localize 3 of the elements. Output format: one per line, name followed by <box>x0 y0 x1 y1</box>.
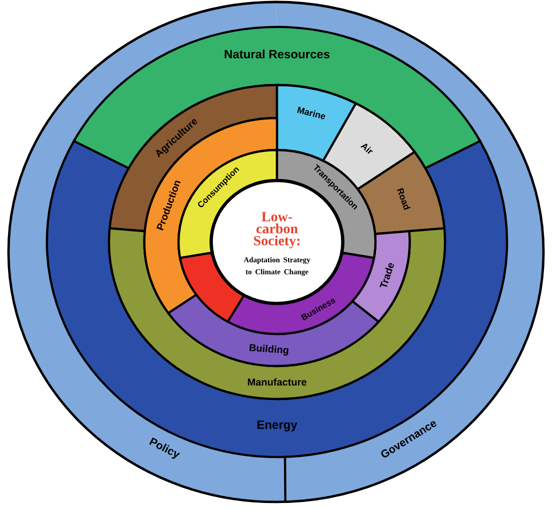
ring-segment: Marine <box>276 84 357 162</box>
ring-segment <box>178 252 245 323</box>
ring-segment: Trade <box>351 230 411 323</box>
